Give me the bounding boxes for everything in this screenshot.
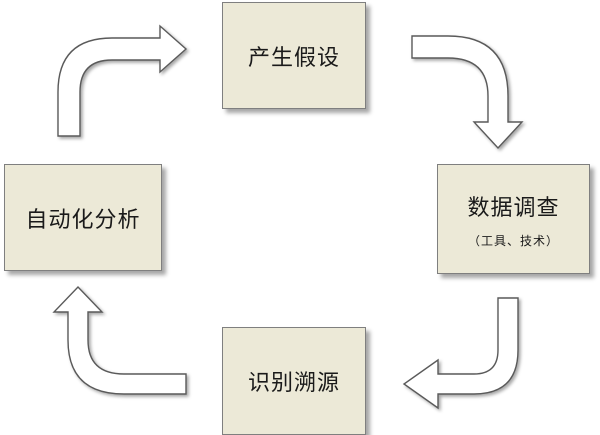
arrow-automate-to-hypothesis-icon bbox=[57, 24, 188, 137]
step-identify-trace: 识别溯源 bbox=[222, 327, 366, 435]
step-label: 识别溯源 bbox=[247, 371, 340, 396]
step-data-investigation: 数据调查 （工具、技术） bbox=[437, 164, 590, 274]
step-generate-hypothesis: 产生假设 bbox=[222, 2, 366, 109]
arrow-hypothesis-to-investigate-icon bbox=[411, 35, 524, 150]
step-sublabel: （工具、技术） bbox=[467, 233, 559, 248]
arrow-investigate-to-identify-icon bbox=[402, 297, 519, 410]
step-label: 产生假设 bbox=[247, 45, 340, 71]
step-automated-analysis: 自动化分析 bbox=[4, 164, 162, 271]
step-label: 数据调查 bbox=[467, 195, 560, 221]
step-label: 自动化分析 bbox=[25, 207, 141, 233]
arrow-identify-to-automate-icon bbox=[52, 285, 187, 395]
